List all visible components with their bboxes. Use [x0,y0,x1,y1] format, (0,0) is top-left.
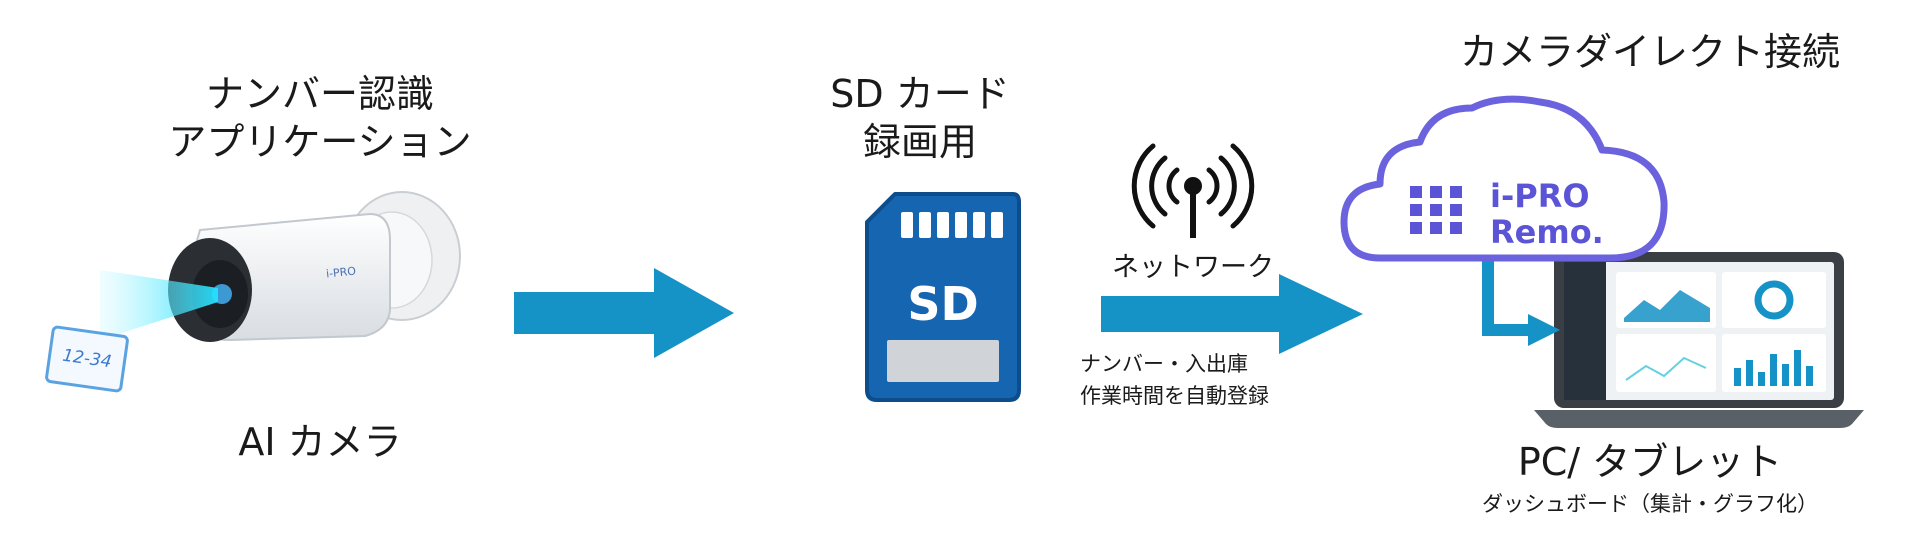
cloud-logo-line2: Remo. [1490,213,1604,251]
pc-caption: ダッシュボード（集計・グラフ化） [1482,492,1818,516]
cloud-logo-line1: i-PRO [1490,177,1590,215]
sd-title-line2: 録画用 [862,120,977,164]
network-caption-line1: ナンバー・入出庫 [1080,352,1248,376]
license-plate-number: 12-34 [61,345,113,373]
network-label: ネットワーク [1112,252,1274,283]
cloud-icon [1340,95,1668,262]
camera-title-line1: ナンバー認識 [205,72,434,116]
cloud-title: カメラダイレクト接続 [1459,30,1840,74]
sd-title-line1: SD カード [830,72,1010,116]
arrow-right-icon [1482,254,1560,346]
camera-title: ナンバー認識 アプリケーション [140,70,500,166]
arrow-right-icon [1101,274,1363,354]
wifi-antenna-icon [1131,143,1255,238]
network-caption: ナンバー・入出庫 作業時間を自動登録 [1080,348,1320,412]
camera-icon [100,191,461,342]
cloud-logo: i-PRO Remo. [1490,178,1604,250]
license-plate-icon: 12-34 [44,324,130,394]
laptop-icon [1534,252,1864,428]
pc-label: PC/ タブレット [1517,440,1783,484]
sd-title: SD カード 録画用 [800,70,1040,166]
network-caption-line2: 作業時間を自動登録 [1080,384,1269,408]
arrow-right-icon [514,268,734,358]
camera-title-line2: アプリケーション [168,120,472,164]
sd-card-text: SD [907,277,979,331]
sd-card-icon [865,192,1021,402]
camera-label: AI カメラ [238,420,402,464]
